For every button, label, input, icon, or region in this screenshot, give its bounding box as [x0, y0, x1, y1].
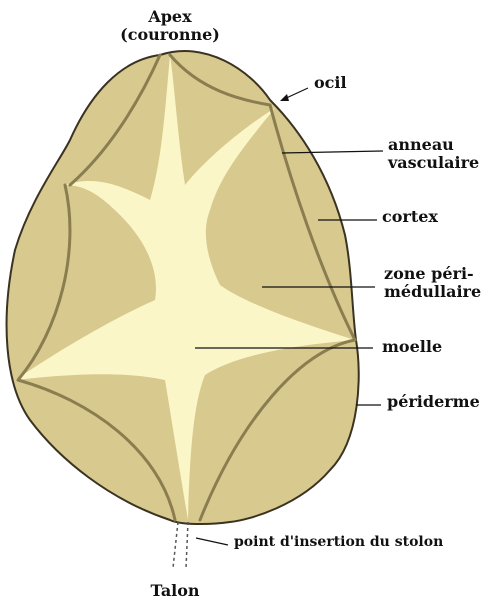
label-apex-line2: (couronne): [115, 26, 225, 44]
label-apex-line1: Apex: [115, 8, 225, 26]
label-zone-line1: zone péri-: [384, 265, 481, 283]
label-talon: Talon: [120, 582, 230, 600]
label-zone-peri-medullaire: zone péri- médullaire: [384, 265, 481, 301]
label-apex: Apex (couronne): [115, 8, 225, 44]
label-anneau-vasculaire: anneau vasculaire: [388, 136, 479, 172]
label-cortex: cortex: [382, 208, 438, 226]
ocil-arrowhead: [280, 94, 289, 101]
label-moelle: moelle: [382, 338, 442, 356]
label-ocil: ocil: [314, 74, 347, 92]
stolon-stalk: [173, 522, 188, 568]
label-periderme: périderme: [387, 393, 480, 411]
label-zone-line2: médullaire: [384, 283, 481, 301]
label-anneau-line2: vasculaire: [388, 154, 479, 172]
label-stolon: point d'insertion du stolon: [234, 533, 443, 551]
stolon-pointer: [196, 538, 228, 545]
label-anneau-line1: anneau: [388, 136, 479, 154]
